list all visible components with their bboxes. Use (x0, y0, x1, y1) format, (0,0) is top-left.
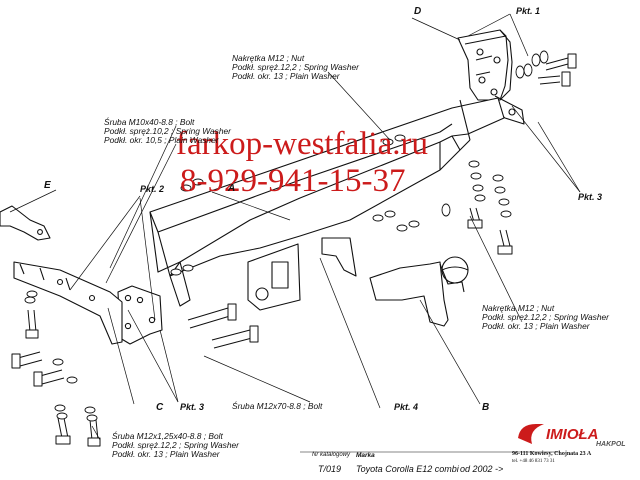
watermark-phone: 8-929-941-15-37 (180, 163, 406, 199)
vehicle-year: od 2002 -> (460, 464, 504, 474)
bracket-left-c (13, 261, 123, 345)
label-line: Podkł. spręż.12,2 ; Spring Washer (112, 440, 239, 450)
label-line: Podkł. spręż.12,2 ; Spring Washer (232, 62, 359, 72)
leader-lines (9, 13, 581, 441)
company-address: 96-111 Kowiesy, Chojnata 23 A (512, 451, 592, 457)
point-2-label: Pkt. 2 (140, 184, 165, 194)
bracket-left-e (0, 205, 51, 241)
ball-hitch (369, 256, 469, 327)
catalog-number: T/019 (318, 464, 342, 474)
bolts (11, 53, 577, 447)
letter-a: A (228, 183, 236, 194)
company-name: IMIOŁA (546, 426, 599, 443)
crossbar-a (149, 97, 505, 307)
watermark-site: farkop-westfalia.ru (176, 126, 428, 162)
brand-caption: Marka (356, 452, 375, 459)
company-sub: HAKPOL (596, 441, 626, 448)
point-3-label-bottom: Pkt. 3 (180, 402, 205, 412)
bracket-right-d (457, 29, 525, 125)
point-4-label: Pkt. 4 (394, 402, 419, 412)
label-bolt-bottom: Śruba M12x1,25x40-8.8 ; Bolt Podkł. sprę… (112, 432, 239, 459)
letter-b: B (482, 402, 490, 413)
label-line: Podkł. okr. 13 ; Plain Washer (232, 71, 340, 81)
point-3-label-right: Pkt. 3 (578, 192, 603, 202)
letter-d: D (414, 6, 422, 17)
vehicle-name: Toyota Corolla E12 combi (356, 464, 459, 474)
label-line: Podkł. spręż.12,2 ; Spring Washer (482, 312, 609, 322)
label-line: Podkł. okr. 10,5 ; Plain Washer (104, 135, 219, 145)
left-plate (117, 285, 163, 345)
point-1-label: Pkt. 1 (516, 6, 541, 16)
label-nut-right: Nakrętka M12 ; Nut Podkł. spręż.12,2 ; S… (482, 304, 609, 331)
label-line: Śruba M12x1,25x40-8.8 ; Bolt (112, 431, 223, 441)
company-phone: tel. +48 46 831 73 31 (512, 459, 555, 464)
washers (24, 50, 549, 422)
catalog-caption: Nr katalogowy (312, 452, 351, 458)
letter-c: C (156, 402, 164, 413)
label-line: Podkł. okr. 13 ; Plain Washer (112, 449, 220, 459)
label-line: Podkł. spręż.10,2 ; Spring Washer (104, 126, 231, 136)
label-line: Nakrętka M12 ; Nut (482, 303, 555, 313)
socket-plate (247, 237, 357, 311)
label-line: Podkł. okr. 13 ; Plain Washer (482, 321, 590, 331)
label-line: Śruba M10x40-8.8 ; Bolt (104, 117, 195, 127)
company-logo-mark (518, 424, 544, 444)
label-line: Nakrętka M12 ; Nut (232, 53, 305, 63)
label-bolt-left: Śruba M10x40-8.8 ; Bolt Podkł. spręż.10,… (104, 118, 231, 145)
label-nut-top: Nakrętka M12 ; Nut Podkł. spręż.12,2 ; S… (232, 54, 359, 81)
letter-e: E (44, 180, 51, 191)
label-bolt-m12x70: Śruba M12x70-8.8 ; Bolt (232, 401, 323, 411)
